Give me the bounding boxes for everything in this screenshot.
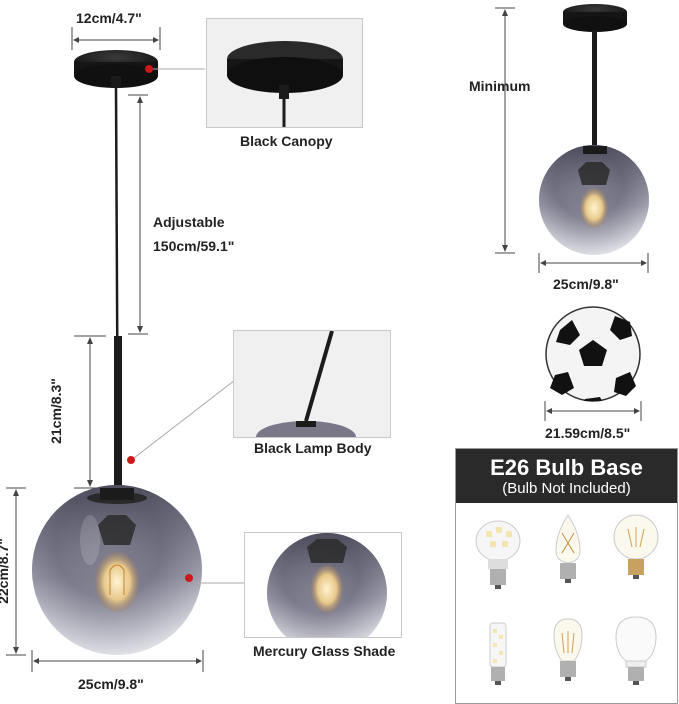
shade-height-label: 22cm/8.7" [0, 538, 11, 604]
black-lamp-body [114, 336, 122, 488]
shade-width-label: 25cm/9.8" [78, 676, 144, 692]
globe-filament-bulb-icon [613, 514, 659, 579]
minimum-height-dimension [495, 7, 515, 254]
bulb-grid [475, 514, 659, 685]
minimum-width-label: 25cm/9.8" [553, 276, 619, 292]
black-lamp-body-label: Black Lamp Body [254, 440, 372, 456]
bulb-panel-subtitle: (Bulb Not Included) [502, 480, 631, 497]
candle-filament-bulb-icon [555, 514, 581, 583]
black-canopy [74, 50, 158, 88]
canopy-inset-photo [206, 18, 363, 128]
edison-filament-bulb-icon [553, 618, 583, 681]
canopy-marker [145, 65, 153, 73]
mercury-glass-globe [32, 485, 202, 655]
ball-width-dimension [544, 401, 642, 421]
corn-led-bulb-icon [475, 520, 521, 589]
bulb-base-panel: E26 Bulb Base (Bulb Not Included) [455, 448, 678, 704]
soccer-ball [545, 306, 641, 402]
canopy-width-label: 12cm/4.7" [76, 10, 142, 26]
canopy-width-dimension [71, 27, 161, 50]
tube-corn-bulb-icon [489, 622, 507, 685]
body-height-dimension [74, 335, 106, 489]
minimum-width-dimension [538, 253, 649, 273]
shade-marker [185, 574, 193, 582]
shade-width-dimension [31, 650, 204, 672]
adjustable-label: Adjustable [153, 214, 225, 230]
adjustable-length-label: 150cm/59.1" [153, 238, 235, 254]
bulb-panel-title: E26 Bulb Base [490, 455, 643, 480]
adjustable-dimension [128, 94, 148, 335]
lamp-body-marker [127, 456, 135, 464]
black-canopy-label: Black Canopy [240, 133, 333, 149]
body-height-label: 21cm/8.3" [47, 378, 64, 444]
minimum-fixture [539, 4, 649, 255]
ball-size-label: 21.59cm/8.5" [545, 425, 631, 441]
minimum-label: Minimum [469, 78, 531, 94]
lamp-body-inset-photo [233, 330, 391, 438]
standard-led-bulb-icon [615, 616, 657, 685]
shade-inset-photo [244, 532, 402, 638]
mercury-glass-shade-label: Mercury Glass Shade [253, 643, 396, 659]
bulb-panel-header: E26 Bulb Base (Bulb Not Included) [456, 449, 677, 503]
shade-height-dimension [6, 487, 26, 656]
